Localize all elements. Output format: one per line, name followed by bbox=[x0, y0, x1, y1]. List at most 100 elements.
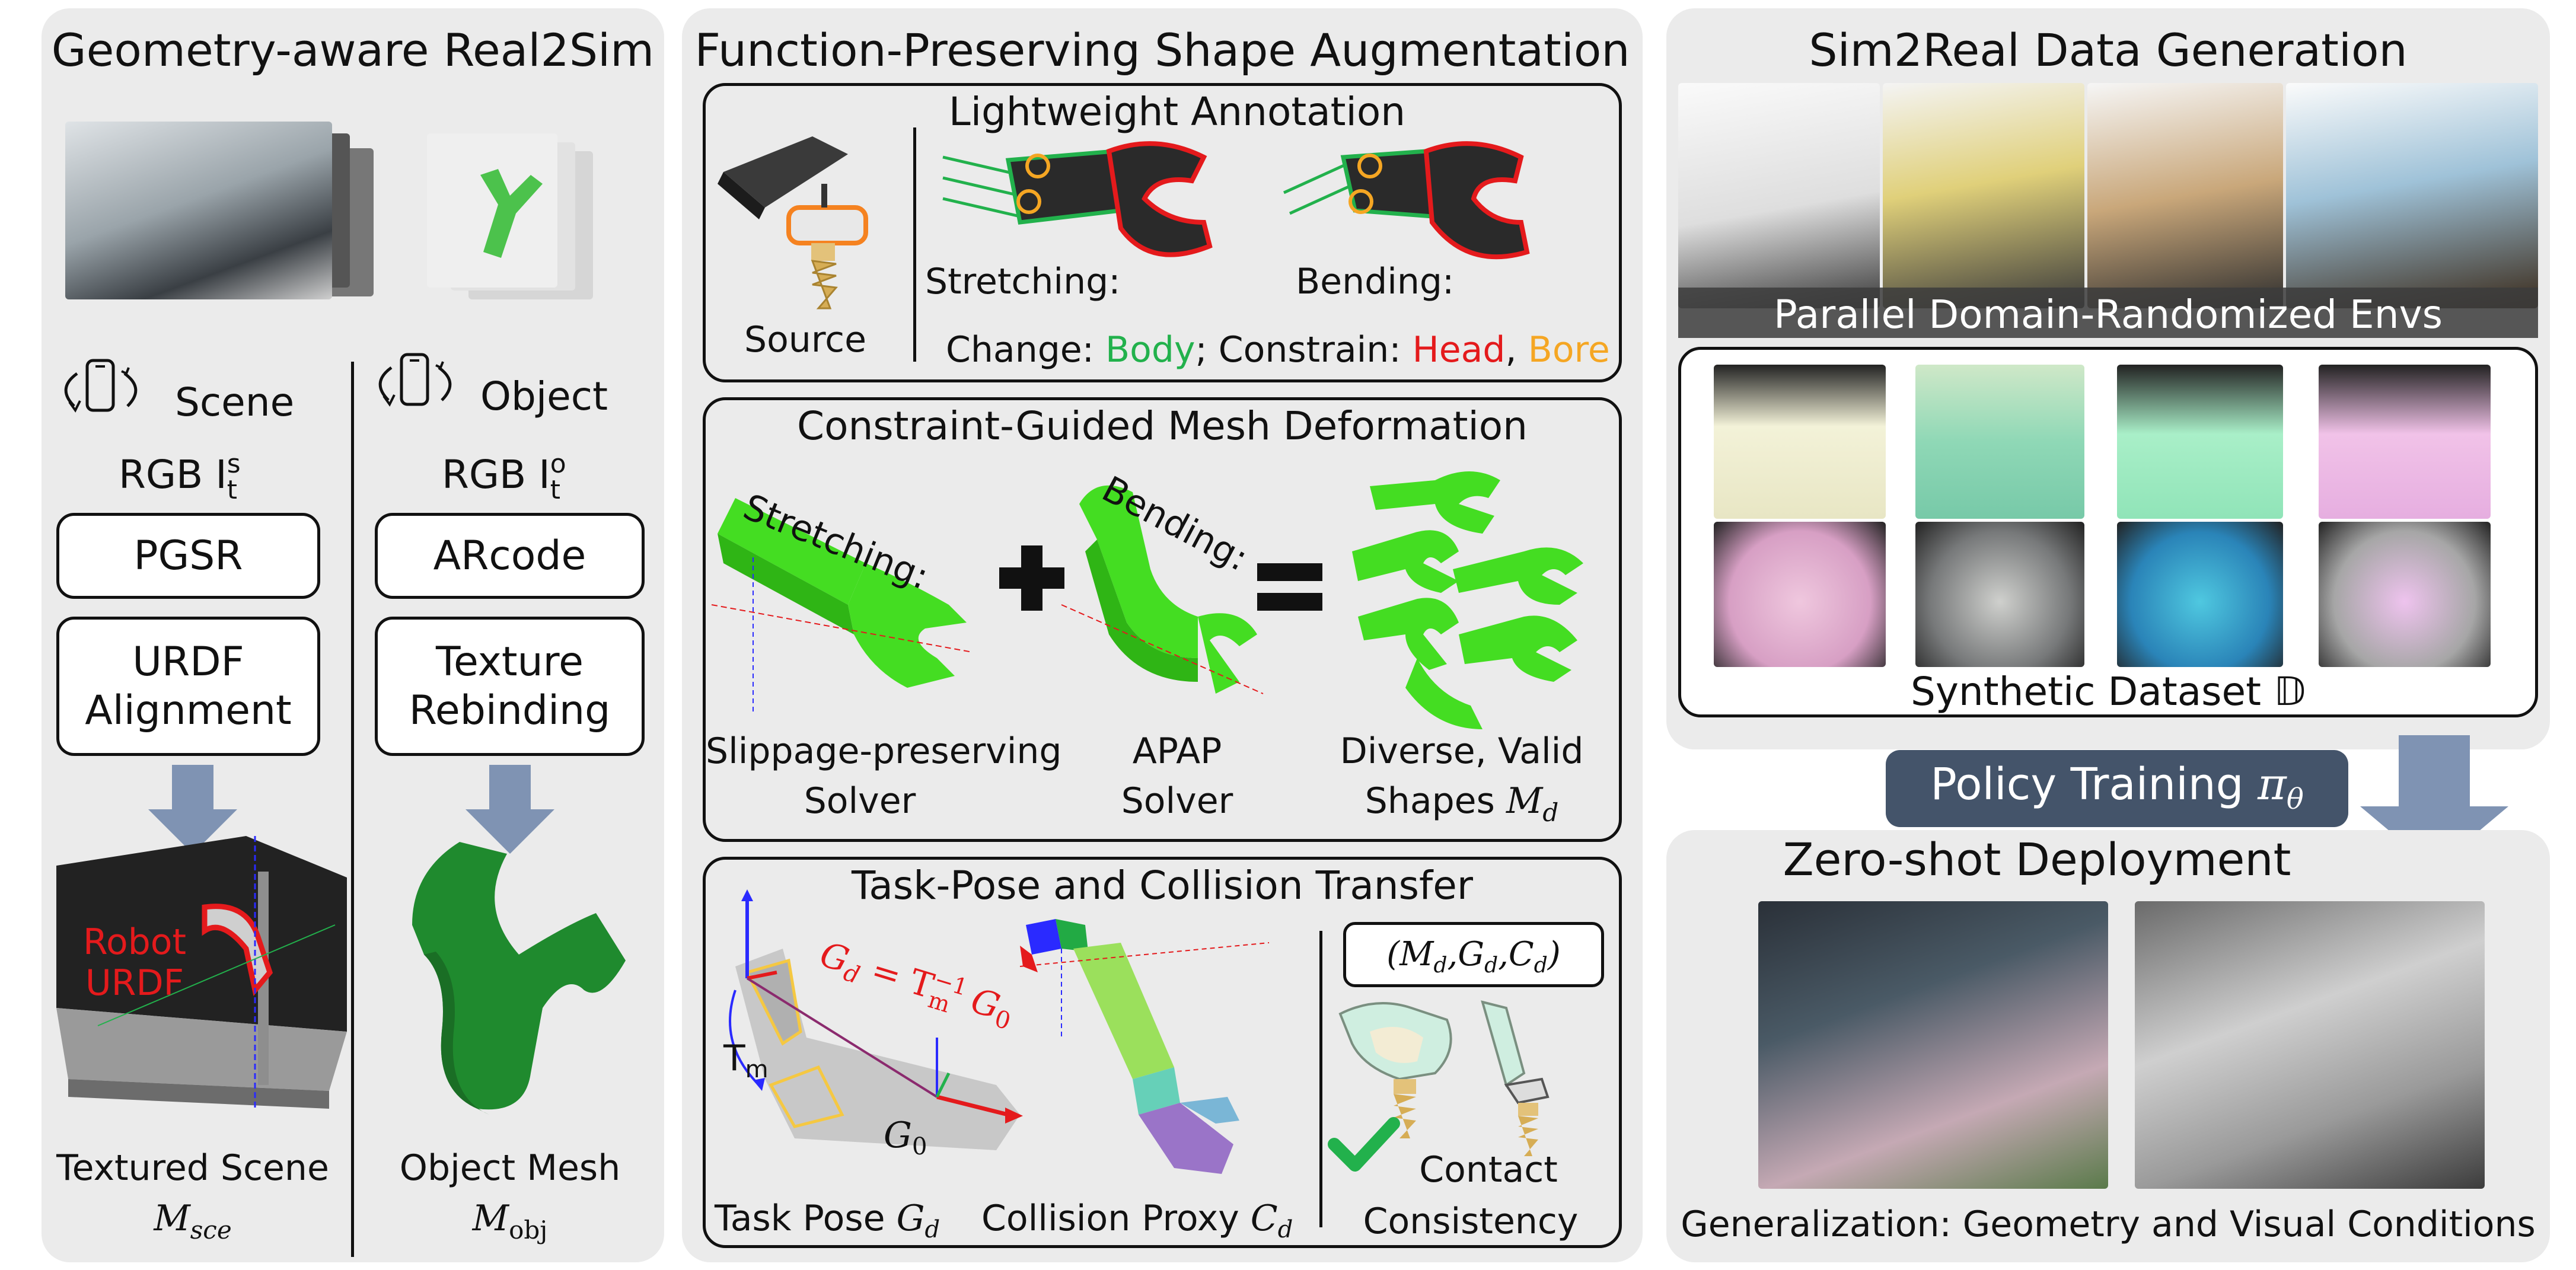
scene-rgb-sup: s bbox=[227, 449, 241, 479]
scene-phone-rotate-icon bbox=[64, 359, 138, 413]
annotation-stretching-label: Stretching: bbox=[925, 261, 1121, 302]
sim2real-title: Sim2Real Data Generation bbox=[1809, 24, 2408, 76]
texture-rebinding-line1: Texture bbox=[436, 638, 584, 685]
task-pose-text: Task Pose bbox=[715, 1198, 897, 1239]
head-label: Head bbox=[1412, 329, 1506, 371]
urdf-alignment-line2: Alignment bbox=[85, 687, 292, 734]
diverse-shapes-math: M bbox=[1506, 780, 1543, 822]
diverse-shapes-line2: Shapes Md bbox=[1316, 776, 1607, 827]
transfer-tuple: (Md,Gd,Cd) bbox=[1386, 934, 1561, 978]
diverse-shapes-math-sub: d bbox=[1542, 798, 1559, 827]
annotation-box bbox=[703, 83, 1622, 382]
scene-rgb-sub: t bbox=[227, 475, 237, 505]
annotation-title: Lightweight Annotation bbox=[948, 89, 1406, 135]
tuple-mid1: ,G bbox=[1447, 935, 1485, 974]
policy-math: π bbox=[2258, 759, 2287, 810]
synthetic-sample-1b bbox=[1714, 522, 1886, 667]
pgsr-box: PGSR bbox=[56, 513, 320, 599]
object-rgb-sup: o bbox=[550, 449, 566, 479]
policy-text: Policy Training bbox=[1930, 759, 2258, 810]
real2sim-title: Geometry-aware Real2Sim bbox=[51, 24, 655, 76]
object-rgb-sub: t bbox=[550, 475, 560, 505]
equals-icon bbox=[1257, 563, 1322, 611]
g0-main: G bbox=[884, 1115, 912, 1156]
task-pose-math-sub: d bbox=[924, 1216, 941, 1243]
textured-scene-math-sub: sce bbox=[190, 1215, 232, 1245]
g0-sub: 0 bbox=[911, 1133, 927, 1160]
textured-scene-math-main: M bbox=[154, 1198, 190, 1239]
slippage-solver-label: Slippage-preserving Solver bbox=[706, 726, 1062, 826]
collision-proxy-illustration bbox=[1019, 919, 1270, 1174]
task-pose-label: Task Pose Gd bbox=[715, 1198, 940, 1243]
change-prefix: Change: bbox=[946, 329, 1106, 371]
arcode-box: ARcode bbox=[375, 513, 645, 599]
object-mesh-label: Object Mesh bbox=[399, 1147, 621, 1189]
transfer-divider bbox=[1319, 931, 1322, 1227]
stretching-annotation-mesh bbox=[942, 141, 1213, 257]
object-mesh-math: Mobj bbox=[368, 1198, 652, 1245]
parallel-envs-label: Parallel Domain-Randomized Envs bbox=[1773, 292, 2443, 337]
legend-comma: , bbox=[1505, 329, 1528, 371]
zero-shot-title: Zero-shot Deployment bbox=[1783, 833, 2291, 886]
parallel-envs-bar bbox=[1678, 288, 2538, 338]
task-pose-math: G bbox=[896, 1198, 925, 1239]
transfer-title: Task-Pose and Collision Transfer bbox=[852, 863, 1473, 908]
policy-training-box bbox=[1886, 750, 2348, 827]
synthetic-sample-2b bbox=[1915, 522, 2084, 667]
robot-urdf-label: Robot URDF bbox=[83, 922, 186, 1004]
texture-rebinding-box: Texture Rebinding bbox=[375, 617, 645, 756]
robot-urdf-line1: Robot bbox=[83, 921, 187, 963]
object-down-arrow bbox=[466, 765, 554, 854]
annotation-divider bbox=[913, 127, 916, 362]
tuple-open: (M bbox=[1386, 935, 1434, 974]
diverse-shapes-line1: Diverse, Valid bbox=[1340, 730, 1584, 772]
synthetic-dataset-label: Synthetic Dataset 𝔻 bbox=[1910, 669, 2306, 714]
scene-label: Scene bbox=[175, 379, 295, 425]
env-render-4 bbox=[2286, 83, 2538, 308]
synthetic-sample-3b bbox=[2117, 522, 2283, 667]
object-photo bbox=[427, 133, 557, 288]
transfer-box bbox=[703, 857, 1622, 1248]
object-rgb-text: RGB I bbox=[442, 452, 550, 497]
plus-icon bbox=[999, 545, 1064, 611]
texture-rebinding-line2: Rebinding bbox=[409, 687, 611, 734]
bending-annotation-mesh bbox=[1283, 141, 1530, 260]
real2sim-divider bbox=[351, 362, 354, 1257]
apap-solver-line2: Solver bbox=[1121, 780, 1233, 822]
tuple-mid2: ,C bbox=[1498, 935, 1534, 974]
robot-urdf-line2: URDF bbox=[85, 962, 184, 1004]
apap-solver-line1: APAP bbox=[1132, 730, 1222, 772]
collision-proxy-label: Collision Proxy Cd bbox=[981, 1198, 1293, 1243]
collision-proxy-math-sub: d bbox=[1277, 1216, 1293, 1243]
annotation-bending-label: Bending: bbox=[1296, 261, 1455, 302]
apap-solver-label: APAP Solver bbox=[1103, 726, 1251, 826]
synthetic-sample-1a bbox=[1714, 365, 1886, 519]
deployment-photo-2 bbox=[2135, 901, 2485, 1189]
synthetic-sample-4b bbox=[2319, 522, 2491, 667]
shape-augmentation-title: Function-Preserving Shape Augmentation bbox=[694, 24, 1630, 76]
synthetic-sample-2a bbox=[1915, 365, 2084, 519]
slippage-solver-line1: Slippage-preserving bbox=[706, 730, 1062, 772]
bore-label: Bore bbox=[1528, 329, 1610, 371]
urdf-alignment-box: URDF Alignment bbox=[56, 617, 320, 756]
collision-proxy-math: C bbox=[1250, 1198, 1278, 1239]
task-pose-illustration bbox=[729, 889, 1023, 1150]
tuple-sub2: d bbox=[1484, 953, 1499, 978]
collision-proxy-text: Collision Proxy bbox=[981, 1198, 1251, 1239]
synthetic-sample-3a bbox=[2117, 365, 2283, 519]
tuple-sub1: d bbox=[1433, 953, 1448, 978]
env-render-2 bbox=[1883, 83, 2084, 308]
tuple-sub3: d bbox=[1534, 953, 1548, 978]
contact-gripper-illustration bbox=[1328, 1000, 1550, 1172]
synthetic-sample-4a bbox=[2319, 365, 2491, 519]
body-label: Body bbox=[1105, 329, 1195, 371]
diverse-shapes-label: Diverse, Valid Shapes Md bbox=[1316, 726, 1607, 827]
scene-photo bbox=[65, 122, 332, 299]
contact-line1: Contact bbox=[1419, 1149, 1558, 1191]
tuple-close: ) bbox=[1547, 935, 1561, 974]
scene-rgb-text: RGB I bbox=[119, 452, 227, 497]
diverse-shapes-mesh bbox=[1352, 471, 1583, 729]
policy-training-label: Policy Training πθ bbox=[1886, 759, 2348, 816]
textured-scene-label: Textured Scene bbox=[56, 1147, 329, 1189]
contact-consistency-label: Contact Consistency bbox=[1331, 1144, 1610, 1247]
